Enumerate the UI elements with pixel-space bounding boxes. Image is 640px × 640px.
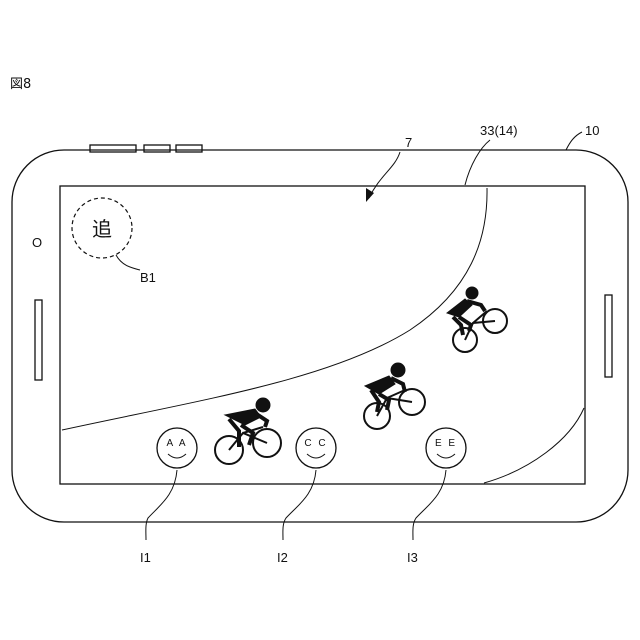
course-boundary-upper — [62, 188, 487, 430]
icon-1-label: I1 — [140, 550, 151, 565]
device-label: 10 — [585, 123, 599, 138]
chase-button-char: 追 — [92, 217, 112, 241]
cyclist-2 — [364, 363, 425, 429]
chase-button-b1[interactable]: 追 — [72, 198, 132, 258]
screen-label: 33(14) — [480, 123, 518, 138]
face-icon-2-text: C C — [304, 438, 327, 449]
device-leader — [566, 132, 582, 150]
face-icon-3[interactable]: E E — [426, 428, 466, 468]
figure-label: 図8 — [10, 77, 31, 92]
display-region-label: 7 — [405, 135, 412, 150]
i1-leader — [146, 470, 177, 540]
face-icon-1-text: A A — [166, 438, 187, 449]
course-boundary-lower — [484, 408, 584, 483]
display-region-leader — [369, 152, 400, 198]
face-icon-2[interactable]: C C — [296, 428, 336, 468]
icon-3-label: I3 — [407, 550, 418, 565]
device-body — [12, 150, 628, 522]
cyclist-3 — [447, 287, 507, 352]
left-side-slot — [35, 300, 42, 380]
i3-leader — [413, 470, 446, 540]
b1-label: B1 — [140, 270, 156, 285]
b1-leader-line — [116, 255, 140, 270]
face-icon-1[interactable]: A A — [157, 428, 197, 468]
face-icon-3-text: E E — [435, 438, 457, 449]
right-side-slot — [605, 295, 612, 377]
i2-leader — [283, 470, 316, 540]
icon-2-label: I2 — [277, 550, 288, 565]
cyclist-1 — [215, 398, 281, 464]
camera-icon: O — [32, 235, 42, 250]
top-hardware-buttons[interactable] — [90, 145, 202, 152]
screen-leader — [465, 140, 490, 185]
